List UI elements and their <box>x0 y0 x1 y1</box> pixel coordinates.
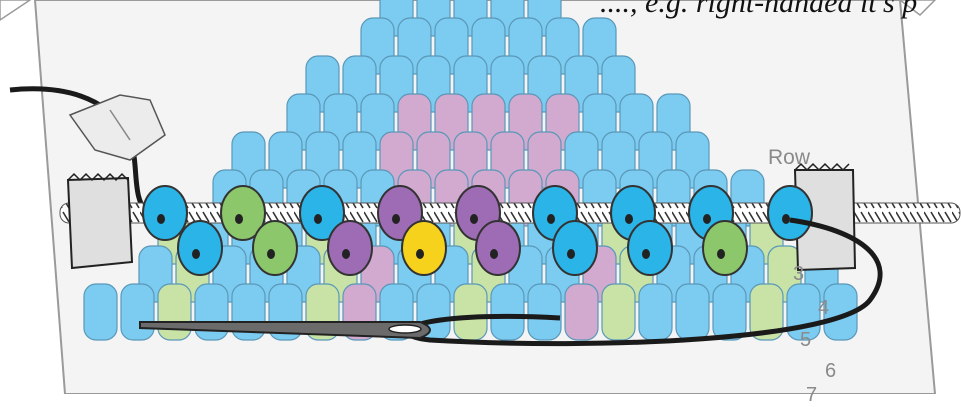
row-number-4: 4 <box>818 297 829 320</box>
sheet-corner-left <box>0 0 30 20</box>
grid-bead <box>491 284 524 340</box>
grid-bead <box>84 284 117 340</box>
illustration-canvas: ...., e.g. right-handed it's p Row 3 4 5… <box>0 0 961 394</box>
caption-text: ...., e.g. right-handed it's p <box>600 0 917 20</box>
grid-bead <box>639 284 672 340</box>
tape-left <box>68 174 132 268</box>
grid-bead <box>713 284 746 340</box>
bead-lower-6 <box>628 221 672 275</box>
beading-diagram <box>0 0 961 394</box>
grid-bead <box>565 284 598 340</box>
bead-top-0 <box>143 186 187 240</box>
grid-bead <box>602 284 635 340</box>
row-number-6: 6 <box>825 360 836 383</box>
grid-bead <box>528 284 561 340</box>
row-label: Row <box>768 146 810 170</box>
bead-lower-3 <box>402 221 446 275</box>
grid-bead <box>454 284 487 340</box>
grid-bead <box>158 284 191 340</box>
grid-bead <box>676 284 709 340</box>
grid-bead <box>121 284 154 340</box>
row-number-7: 7 <box>806 384 817 407</box>
bead-top-8 <box>768 186 812 240</box>
bead-lower-0 <box>178 221 222 275</box>
bead-lower-7 <box>703 221 747 275</box>
bead-lower-2 <box>328 221 372 275</box>
row-number-5: 5 <box>800 329 811 352</box>
bead-lower-1 <box>253 221 297 275</box>
row-number-3: 3 <box>793 263 804 286</box>
bead-lower-4 <box>476 221 520 275</box>
bead-lower-5 <box>553 221 597 275</box>
